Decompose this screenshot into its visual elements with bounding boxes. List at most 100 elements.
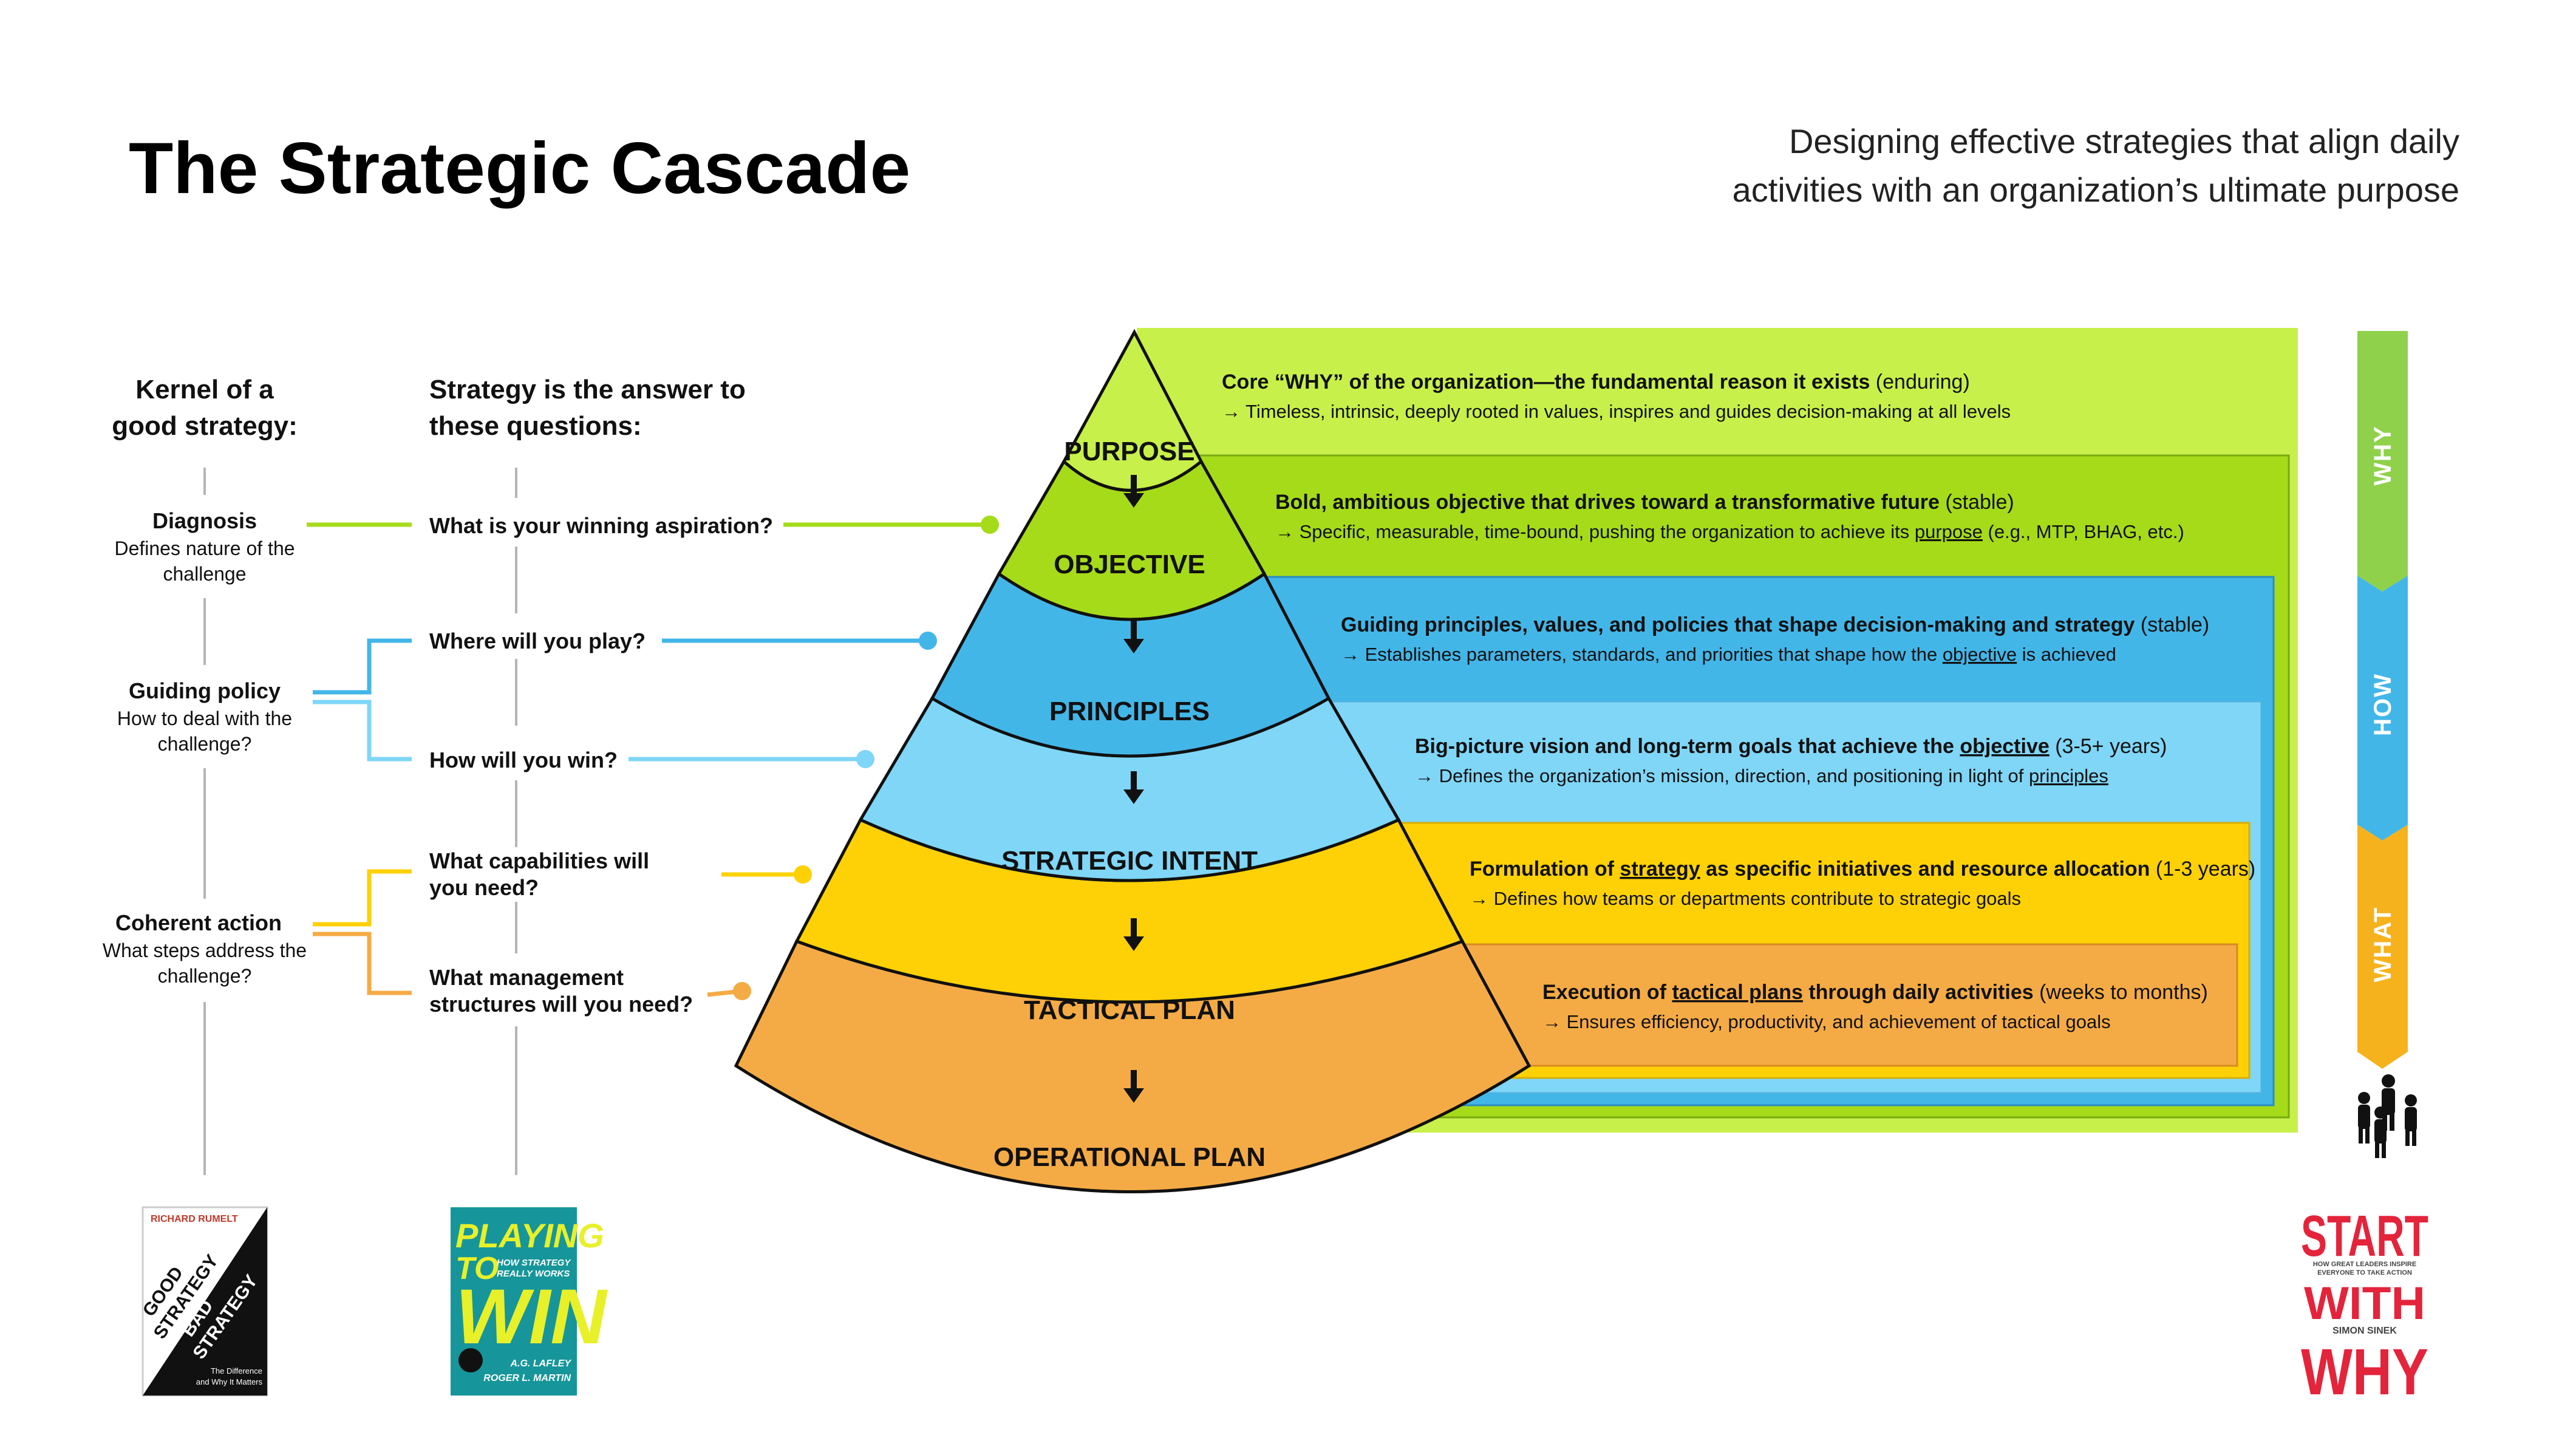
book-subtitle: The Difference xyxy=(211,1366,262,1375)
description-run: principles xyxy=(2029,765,2108,786)
book-author: SIMON SINEK xyxy=(2332,1326,2397,1336)
description-run: Core “WHY” of the organization—the funda… xyxy=(1222,370,1870,394)
description-run: purpose xyxy=(1915,521,1983,542)
description-run: (3-5+ years) xyxy=(2050,735,2167,758)
layer-label-principles: PRINCIPLES xyxy=(1049,697,1210,726)
kernel-header-line-2: good strategy: xyxy=(112,411,298,441)
kernel-header-line-1: Kernel of a xyxy=(135,375,274,404)
description-operational-plan-detail: → Ensures efficiency, productivity, and … xyxy=(1542,1011,2111,1032)
question-where-to-play: Where will you play? xyxy=(429,629,646,653)
description-run: → Ensures efficiency, productivity, and … xyxy=(1542,1011,2111,1032)
page-title: The Strategic Cascade xyxy=(129,128,910,209)
book-title-word: PLAYING xyxy=(455,1216,604,1255)
side-bar-what xyxy=(2357,825,2408,1069)
book-subtitle: REALLY WORKS xyxy=(497,1269,570,1279)
description-purpose-detail: → Timeless, intrinsic, deeply rooted in … xyxy=(1222,401,2011,422)
description-run: is achieved xyxy=(2017,644,2116,665)
connector-dot xyxy=(919,632,937,650)
side-bar-why xyxy=(2357,331,2408,591)
book-author: RICHARD RUMELT xyxy=(151,1214,238,1224)
description-purpose-main: Core “WHY” of the organization—the funda… xyxy=(1222,370,1970,394)
descriptions: Core “WHY” of the organization—the funda… xyxy=(1222,370,2255,1032)
question-structures-line-1: What management xyxy=(429,965,624,990)
book-subtitle: HOW STRATEGY xyxy=(497,1258,571,1268)
description-strategic-intent-main: Big-picture vision and long-term goals t… xyxy=(1415,735,2167,758)
book-subtitle: and Why It Matters xyxy=(196,1377,263,1386)
connector-dot xyxy=(733,982,751,1000)
book-subtitle: HOW GREAT LEADERS INSPIRE xyxy=(2313,1261,2416,1268)
arrow-down-icon xyxy=(1123,475,1144,508)
book-author: ROGER L. MARTIN xyxy=(483,1373,571,1383)
cone-labels: PURPOSE OBJECTIVE PRINCIPLES STRATEGIC I… xyxy=(993,437,1266,1172)
side-label-why: WHY xyxy=(2370,425,2396,485)
description-run: (weeks to months) xyxy=(2034,981,2208,1004)
connector-coherent-structures xyxy=(313,932,412,995)
book-cover xyxy=(2300,1205,2429,1397)
question-capabilities-line-1: What capabilities will xyxy=(429,848,649,873)
description-run: (stable) xyxy=(1940,491,2014,514)
connector-dot xyxy=(856,750,874,768)
kernel-coherent-action: Coherent action What steps address the c… xyxy=(103,910,307,987)
question-how-to-win: How will you win? xyxy=(429,748,618,772)
kernel-item-desc: challenge? xyxy=(158,733,252,755)
book-title-word: TO xyxy=(455,1251,499,1286)
questions-header-line-1: Strategy is the answer to xyxy=(429,375,746,404)
description-run: strategy xyxy=(1620,857,1700,881)
description-principles-main: Guiding principles, values, and policies… xyxy=(1341,613,2209,636)
arrow-down-icon xyxy=(1123,918,1144,951)
description-run: (stable) xyxy=(2135,613,2209,636)
connector-coherent-capabilities xyxy=(313,869,412,927)
book-start-with-why: START HOW GREAT LEADERS INSPIRE EVERYONE… xyxy=(2300,1204,2429,1408)
description-run: (enduring) xyxy=(1870,370,1969,394)
kernel-item-desc: Defines nature of the xyxy=(114,537,295,559)
description-run: Big-picture vision and long-term goals t… xyxy=(1415,735,1960,758)
side-label-what: WHAT xyxy=(2370,907,2396,983)
layer-label-objective: OBJECTIVE xyxy=(1054,550,1205,579)
description-run: Bold, ambitious objective that drives to… xyxy=(1275,491,1940,514)
subtitle-line-2: activities with an organization’s ultima… xyxy=(1733,171,2459,209)
description-run: objective xyxy=(1960,735,2049,758)
description-objective-main: Bold, ambitious objective that drives to… xyxy=(1275,491,2014,514)
book-playing-to-win: PLAYING TO WIN HOW STRATEGY REALLY WORKS… xyxy=(451,1207,608,1396)
connector-dot xyxy=(981,516,999,534)
side-label-how: HOW xyxy=(2370,673,2396,736)
kernel-item-desc: What steps address the xyxy=(103,939,307,961)
layer-label-tactical-plan: TACTICAL PLAN xyxy=(1024,995,1235,1025)
book-cover-black-triangle xyxy=(143,1207,267,1396)
connector-dot xyxy=(794,865,812,884)
layer-label-strategic-intent: STRATEGIC INTENT xyxy=(1001,846,1258,876)
kernel-item-desc: How to deal with the xyxy=(117,707,292,729)
question-structures-line-2: structures will you need? xyxy=(429,992,693,1017)
description-run: as specific initiatives and resource all… xyxy=(1700,857,2150,881)
description-operational-plan-main: Execution of tactical plans through dail… xyxy=(1542,981,2208,1004)
description-objective-detail: → Specific, measurable, time-bound, push… xyxy=(1275,521,2184,542)
description-principles-detail: → Establishes parameters, standards, and… xyxy=(1341,644,2116,665)
people-group-icon xyxy=(2358,1074,2417,1158)
arrow-down-icon xyxy=(1123,621,1144,653)
kernel-diagnosis: Diagnosis Defines nature of the challeng… xyxy=(114,508,295,585)
book-badge xyxy=(458,1348,483,1372)
description-run: Formulation of xyxy=(1470,857,1620,881)
cascade-cone xyxy=(734,329,1532,1193)
book-title-word: WHY xyxy=(2301,1335,2428,1408)
arrow-down-icon xyxy=(1123,771,1144,804)
layer-label-operational-plan: OPERATIONAL PLAN xyxy=(993,1142,1266,1172)
description-run: Guiding principles, values, and policies… xyxy=(1341,613,2135,636)
description-run: → Timeless, intrinsic, deeply rooted in … xyxy=(1222,401,2011,422)
connector-guiding-where xyxy=(313,638,412,695)
book-author: A.G. LAFLEY xyxy=(509,1358,571,1369)
book-title-word: START xyxy=(2301,1204,2428,1269)
book-good-strategy-bad-strategy: RICHARD RUMELT GOOD STRATEGY BAD STRATEG… xyxy=(139,1206,268,1397)
description-run: through daily activities xyxy=(1803,981,2034,1004)
description-run: → Establishes parameters, standards, and… xyxy=(1341,644,1943,665)
connectors xyxy=(307,522,990,997)
description-run: → Specific, measurable, time-bound, push… xyxy=(1275,521,1915,542)
layer-label-purpose: PURPOSE xyxy=(1064,437,1194,466)
kernel-item-desc: challenge? xyxy=(158,965,252,987)
description-run: → Defines the organization’s mission, di… xyxy=(1415,765,2029,786)
description-tactical-plan-main: Formulation of strategy as specific init… xyxy=(1470,857,2255,881)
description-run: → Defines how teams or departments contr… xyxy=(1470,888,2021,909)
book-title-word: WIN xyxy=(455,1273,608,1360)
